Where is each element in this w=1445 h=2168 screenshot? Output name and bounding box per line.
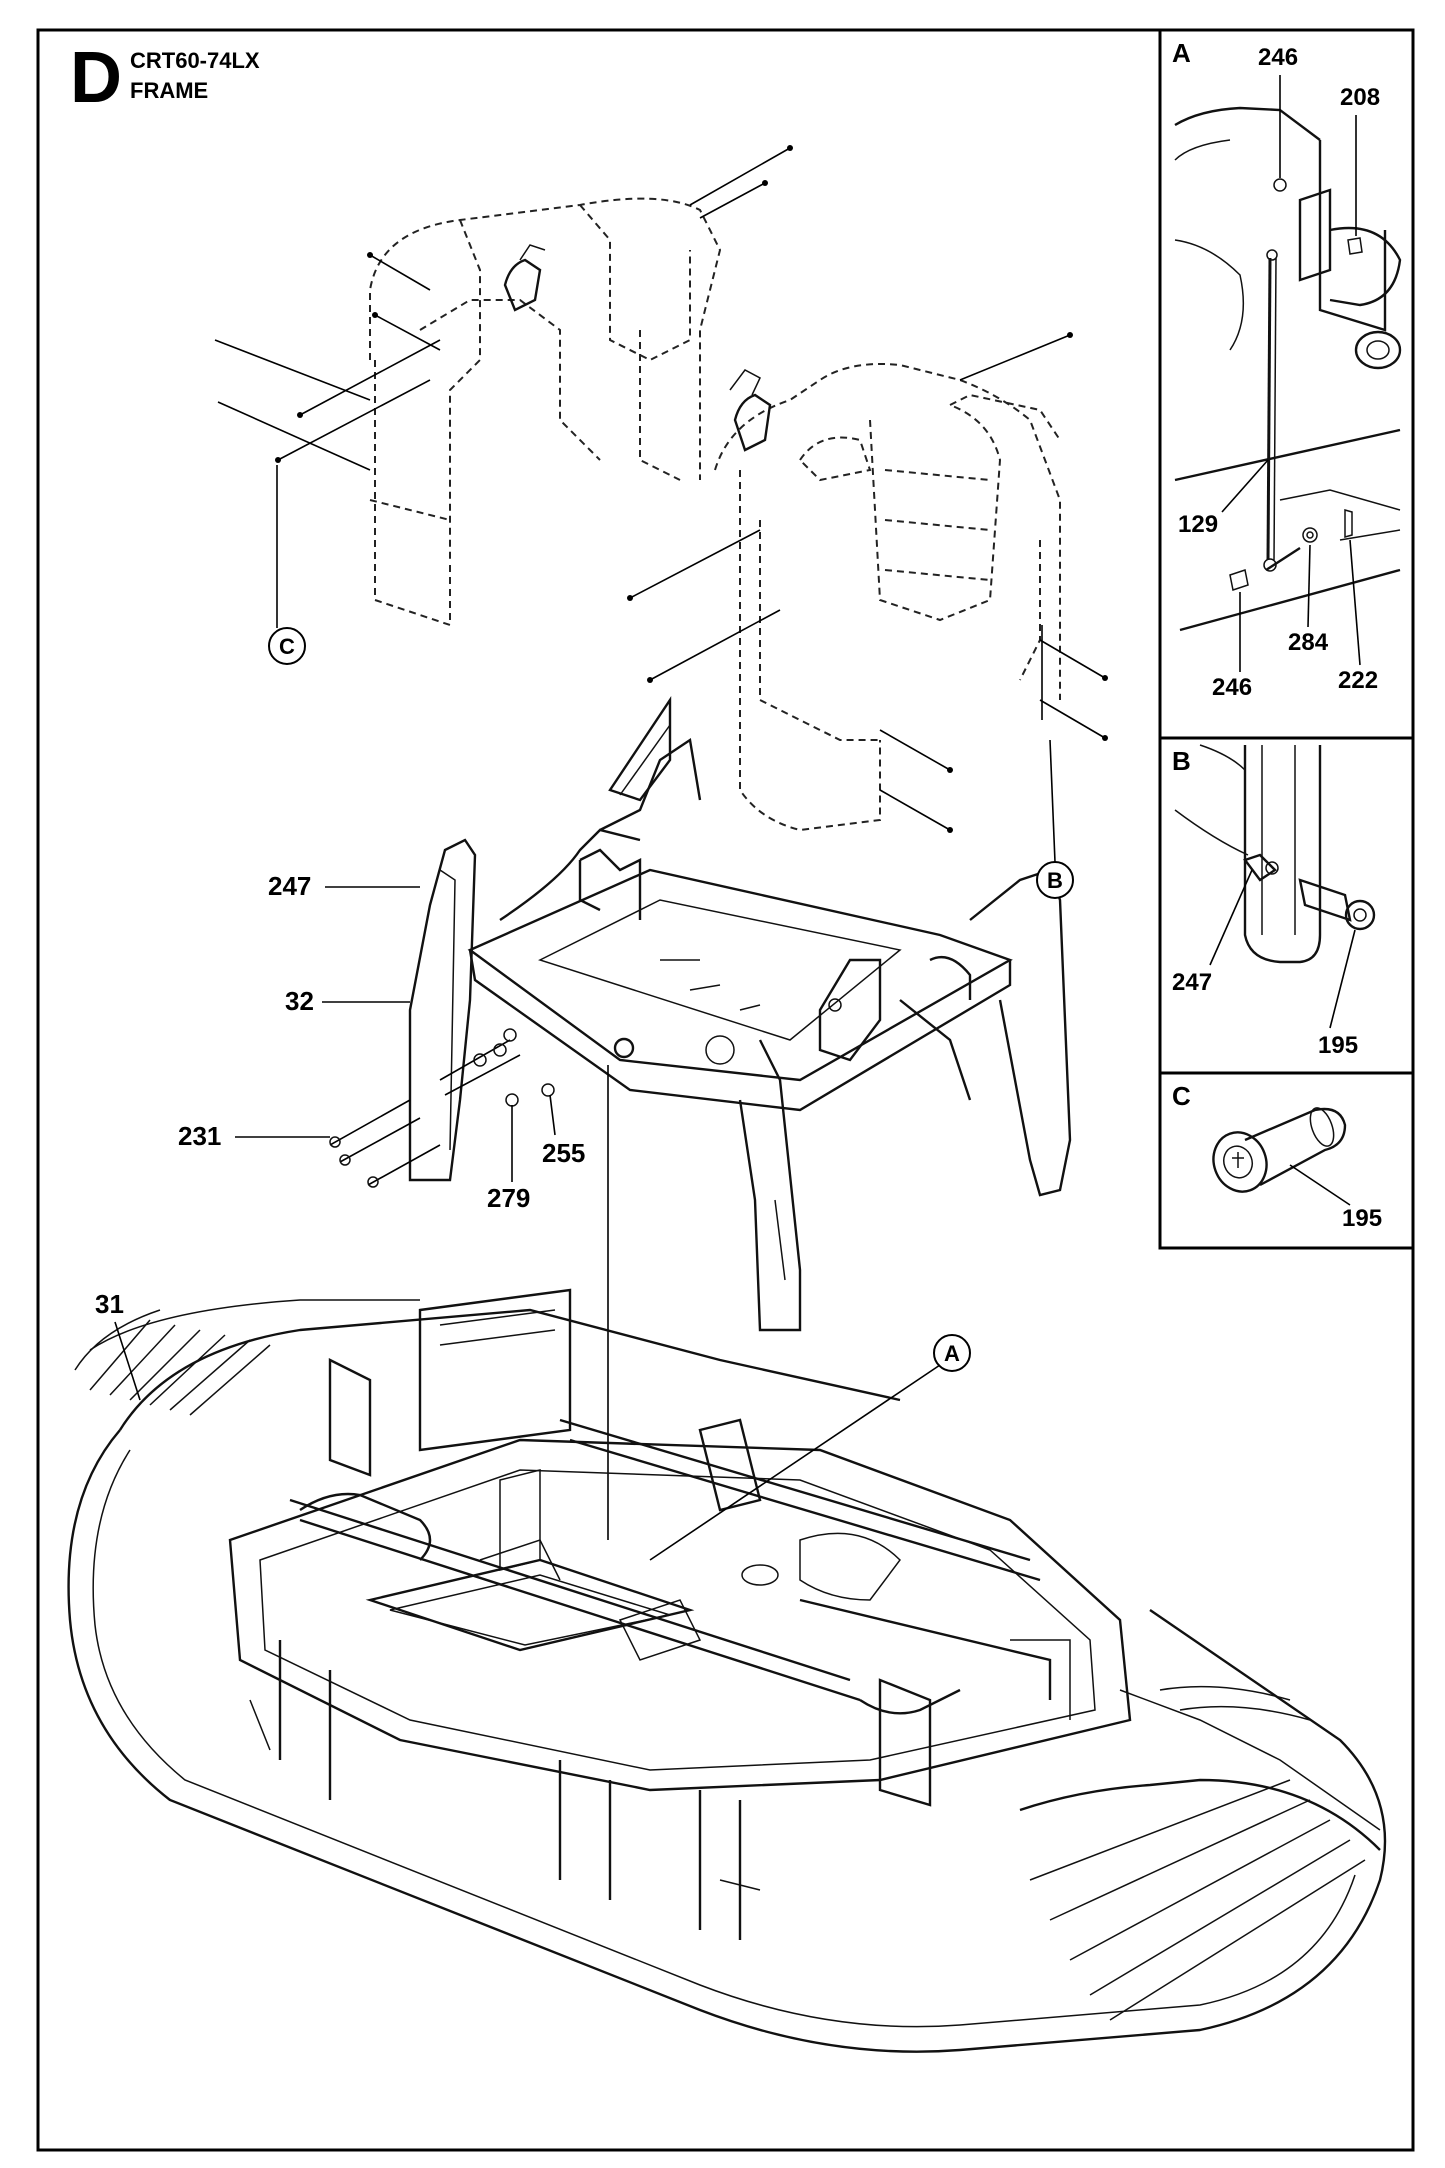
callout-a-leader (649, 1364, 941, 1561)
leader-31 (114, 1321, 141, 1401)
rear-fender-arch-left (369, 197, 722, 627)
page-border (36, 28, 1415, 2152)
detail-b-panel (1158, 736, 1415, 1075)
callout-c-label: C (279, 634, 295, 659)
label-247: 247 (268, 871, 311, 901)
label-a-129: 129 (1178, 511, 1218, 538)
detail-c-title: C (1172, 1081, 1191, 1111)
detail-c-panel (1158, 1071, 1415, 1250)
label-32: 32 (285, 986, 314, 1016)
model-title: CRT60-74LX (130, 48, 260, 73)
label-a-284: 284 (1288, 629, 1329, 656)
joystick-left (503, 244, 546, 312)
label-231: 231 (178, 1121, 221, 1151)
label-31: 31 (95, 1289, 124, 1319)
seat-platform-frame (408, 696, 1072, 1332)
callout-c[interactable]: C (268, 627, 306, 665)
detail-b-title: B (1172, 746, 1191, 776)
label-a-246-bottom: 246 (1212, 674, 1252, 701)
detail-a-title: A (1172, 38, 1191, 68)
detail-c-drawing (1212, 1107, 1347, 1193)
detail-a-drawing (1174, 106, 1402, 632)
callout-a[interactable]: A (933, 1334, 971, 1372)
screws-upper (214, 145, 1108, 833)
base-chassis (67, 1288, 1387, 2053)
callout-a-label: A (944, 1341, 960, 1366)
callout-b[interactable]: B (1036, 861, 1074, 899)
label-a-208: 208 (1340, 84, 1380, 111)
callout-b-label: B (1047, 868, 1063, 893)
detail-a-panel (1158, 28, 1415, 740)
label-b-247: 247 (1172, 969, 1212, 996)
leader-255 (549, 1094, 556, 1136)
section-letter: D (70, 38, 122, 118)
label-279: 279 (487, 1183, 530, 1213)
label-a-246-top: 246 (1258, 44, 1298, 71)
joystick-right (729, 369, 772, 452)
label-a-222: 222 (1338, 667, 1378, 694)
label-b-195: 195 (1318, 1032, 1358, 1059)
label-c-195: 195 (1342, 1205, 1382, 1232)
rear-fender-arch-right (714, 363, 1061, 832)
callout-b-leader (1049, 739, 1056, 863)
hardware-group (329, 1028, 555, 1188)
detail-b-drawing (1174, 744, 1376, 964)
label-255: 255 (542, 1138, 585, 1168)
frame-subtitle: FRAME (130, 78, 208, 103)
